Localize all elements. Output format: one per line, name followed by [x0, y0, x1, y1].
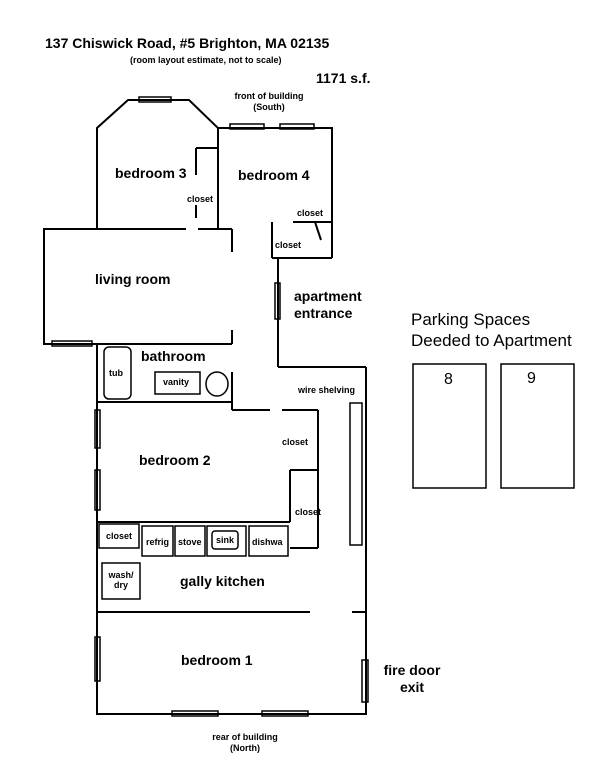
- window: [261, 710, 309, 717]
- front-label-line1: front of building: [234, 91, 304, 101]
- parking-space-8: [412, 363, 487, 489]
- closet-kitchen-label: closet: [106, 531, 133, 541]
- living-room-walls: [43, 228, 97, 345]
- rear-label-line2: (North): [230, 743, 260, 753]
- parking-space-8-number: 8: [444, 371, 453, 388]
- bedroom2-label: bedroom 2: [139, 452, 211, 468]
- fire-door-line1: fire door: [383, 662, 441, 678]
- window: [229, 123, 265, 130]
- toilet: [205, 371, 229, 397]
- vanity-label: vanity: [163, 377, 190, 387]
- parking-space-9-number: 9: [527, 370, 536, 387]
- kitchen-label: gally kitchen: [180, 573, 265, 589]
- window: [171, 710, 219, 717]
- bedroom3-label: bedroom 3: [115, 165, 187, 181]
- washer-dryer-label: wash/ dry: [104, 571, 138, 590]
- parking-line1: Parking Spaces: [411, 310, 531, 329]
- rear-label-line1: rear of building: [212, 732, 278, 742]
- front-label-line2: (South): [253, 102, 285, 112]
- bedroom4-label: bedroom 4: [238, 167, 310, 183]
- sink-label: sink: [216, 535, 235, 545]
- bathroom-label: bathroom: [141, 348, 206, 364]
- washdry-line2: dry: [113, 580, 128, 590]
- parking-space-9: [500, 363, 575, 489]
- rear-of-building-label: rear of building (North): [207, 733, 283, 753]
- entrance-line2: entrance: [294, 305, 353, 321]
- entrance-line1: apartment: [294, 288, 362, 304]
- tub: [103, 346, 132, 400]
- closet-bedroom3-label: closet: [187, 194, 214, 204]
- living-room-label: living room: [95, 271, 171, 287]
- dishwasher-label: dishwa: [252, 537, 283, 547]
- bedroom3-bay-wall: [96, 99, 219, 229]
- washdry-line1: wash/: [108, 570, 134, 580]
- closet-hall-label: closet: [275, 240, 302, 250]
- square-footage: 1171 s.f.: [316, 70, 371, 86]
- vanity: [154, 371, 201, 395]
- stove-label: stove: [178, 537, 202, 547]
- window: [94, 409, 101, 449]
- window: [51, 340, 93, 347]
- bedroom1-label: bedroom 1: [181, 652, 253, 668]
- fire-door-line2: exit: [399, 679, 425, 695]
- parking-line2: Deeded to Apartment: [411, 331, 572, 351]
- wire-shelving: [349, 402, 363, 546]
- closet-bedroom2-upper-label: closet: [282, 437, 309, 447]
- bedroom1-walls: [96, 612, 367, 715]
- apartment-entrance-label: apartment entrance: [294, 288, 362, 322]
- fire-door: [361, 659, 369, 703]
- bedroom4-walls: [218, 127, 333, 258]
- scale-note: (room layout estimate, not to scale): [130, 55, 282, 65]
- wire-shelving-label: wire shelving: [298, 385, 356, 395]
- closet-bedroom2-lower-label: closet: [295, 507, 322, 517]
- window: [279, 123, 315, 130]
- window: [274, 282, 281, 320]
- refrigerator-label: refrig: [146, 537, 170, 547]
- window: [94, 636, 101, 682]
- fire-door-exit-label: fire door exit: [378, 662, 446, 696]
- address-title: 137 Chiswick Road, #5 Brighton, MA 02135: [45, 35, 330, 51]
- closet-bedroom4-label: closet: [297, 208, 324, 218]
- front-of-building-label: front of building (South): [233, 92, 305, 112]
- parking-heading: Parking Spaces Deeded to Apartment: [411, 309, 572, 352]
- window: [138, 96, 172, 103]
- tub-label: tub: [109, 368, 123, 378]
- window: [94, 469, 101, 511]
